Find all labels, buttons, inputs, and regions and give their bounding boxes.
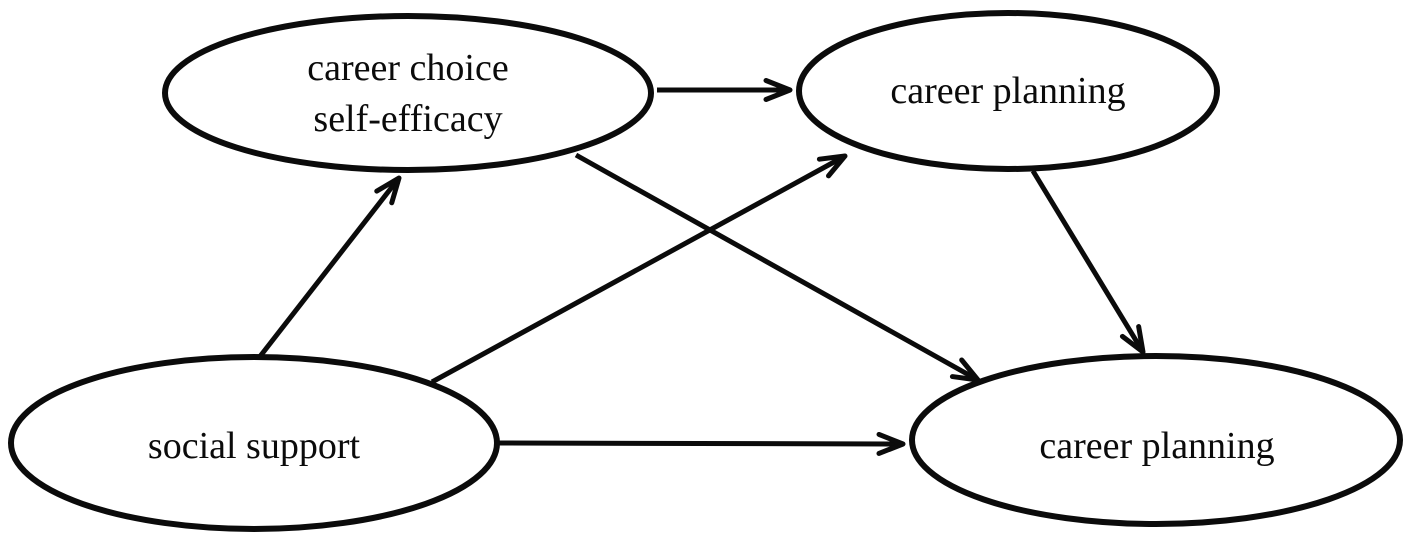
node-label-career-choice-line2: self-efficacy [313, 98, 502, 140]
node-social-support [8, 354, 500, 532]
node-career-planning-bottom [909, 353, 1403, 527]
edge-social-support-to-career-planning-top [430, 153, 848, 385]
edge-career-choice-self-efficacy-to-career-planning-bottom [574, 152, 981, 383]
edge-career-planning-top-to-career-planning-bottom [1030, 169, 1146, 355]
edge-social-support-to-career-planning-bottom [497, 431, 906, 456]
node-label-career-planning-top: career planning [890, 70, 1125, 112]
node-career-planning-top [796, 10, 1220, 172]
node-label-career-planning-bottom: career planning [1039, 425, 1274, 467]
node-career-choice-self-efficacy [162, 13, 654, 173]
node-label-social-support: social support [148, 425, 361, 467]
edge-social-support-to-career-choice-self-efficacy [256, 175, 402, 361]
node-label-career-choice-line1: career choice [307, 47, 508, 89]
